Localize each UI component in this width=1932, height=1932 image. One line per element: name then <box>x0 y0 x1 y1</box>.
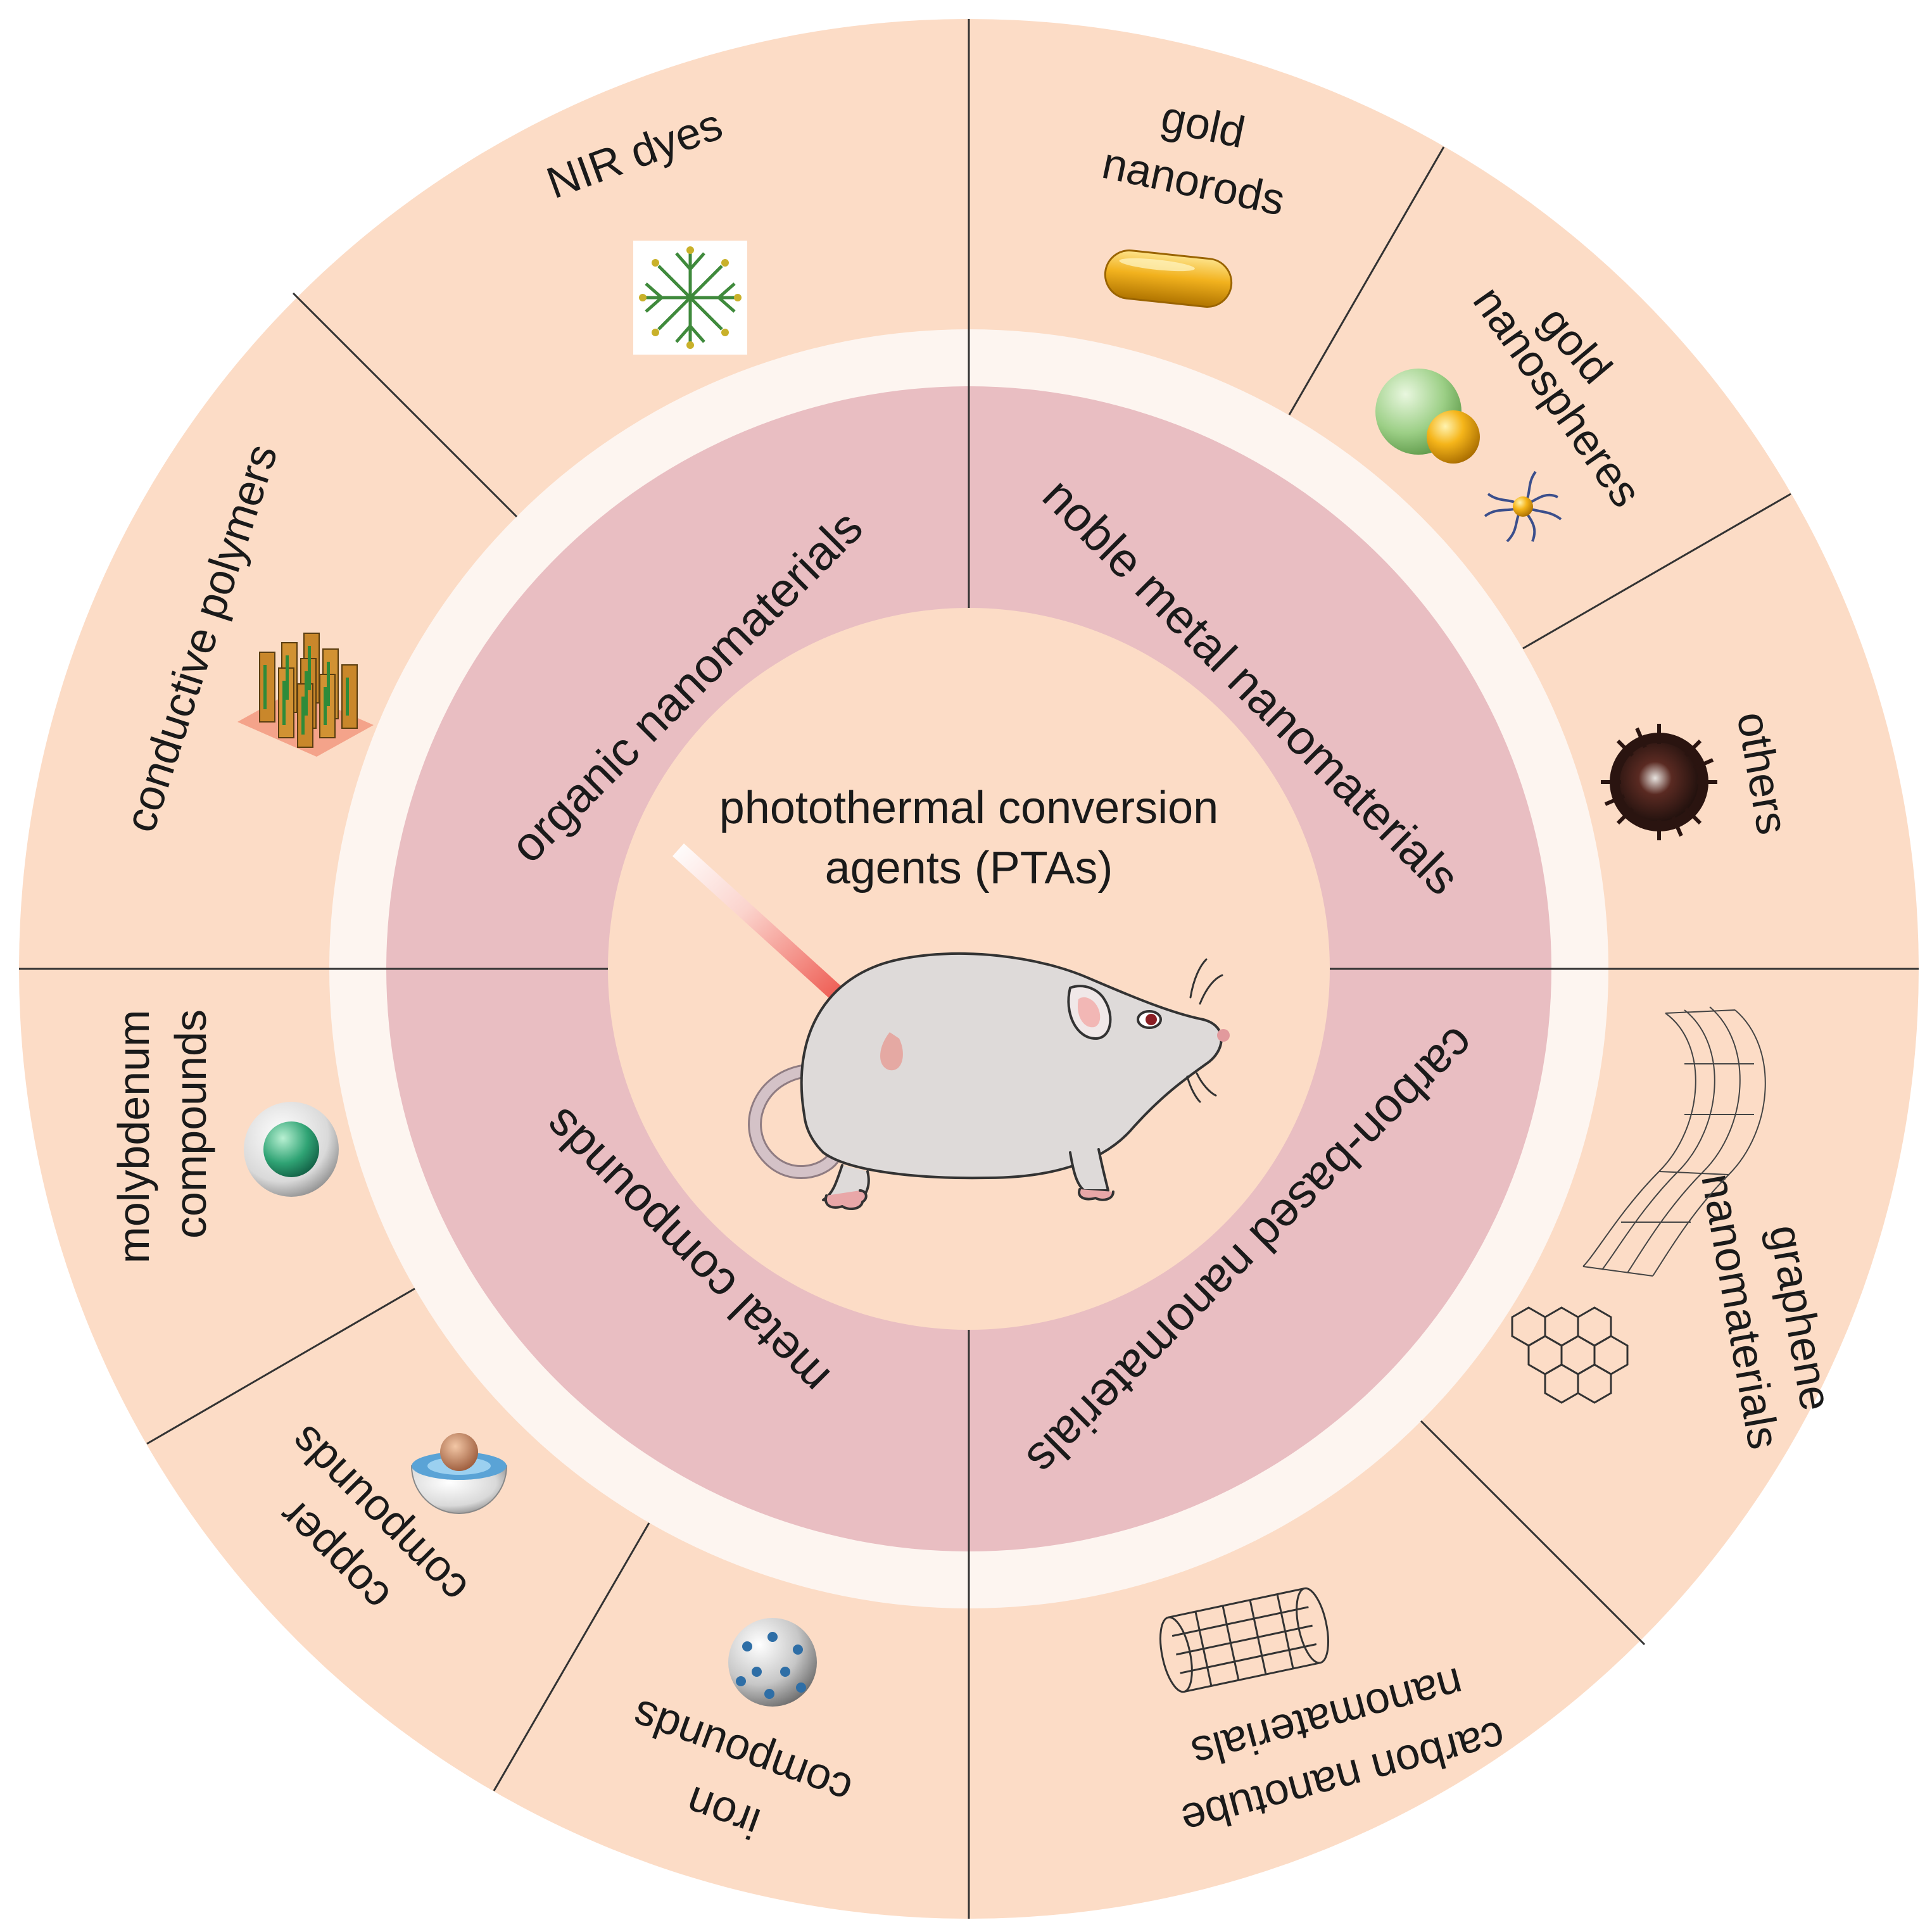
urchin-particle-icon <box>1601 724 1717 840</box>
graphene-sheet-icon <box>1582 1006 1766 1277</box>
label-molybdenum-line2: compounds <box>166 1009 215 1239</box>
dendrimer-icon <box>633 241 747 355</box>
iron-nanoparticle-icon <box>728 1618 817 1707</box>
center-title-line1: photothermal conversion <box>719 783 1218 833</box>
divider-lines <box>19 19 1919 1919</box>
gold-nanorod-icon <box>1104 249 1233 308</box>
label-molybdenum-line1: molybdenum <box>109 1010 158 1264</box>
gold-nanosphere-icon <box>1375 369 1480 464</box>
hexagon-lattice-icon <box>1511 1306 1629 1404</box>
copper-core-shell-icon <box>410 1433 508 1514</box>
center-title-line2: agents (PTAs) <box>825 843 1113 893</box>
carbon-nanotube-icon <box>1159 1587 1329 1693</box>
ligand-nanoparticle-icon <box>1484 470 1562 543</box>
polymer-nanorod-array-icon <box>237 633 374 757</box>
molybdenum-core-shell-icon <box>244 1102 339 1197</box>
mouse-illustration <box>748 952 1230 1211</box>
laser-beam <box>672 843 881 1035</box>
